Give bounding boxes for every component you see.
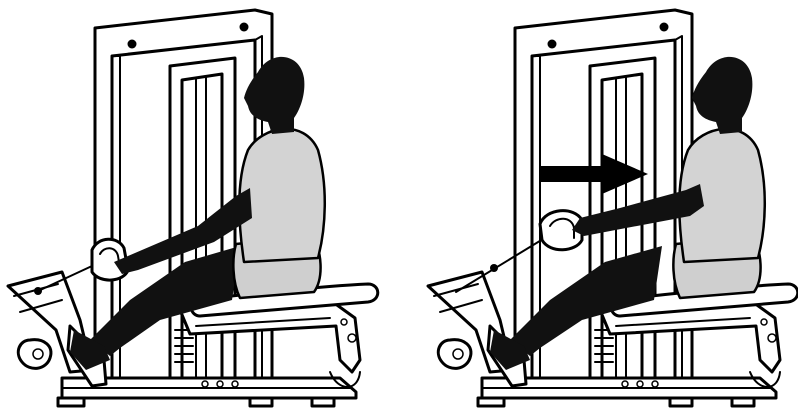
cable [456,236,548,292]
finish-position-panel [428,10,798,406]
start-position-panel [8,10,378,406]
